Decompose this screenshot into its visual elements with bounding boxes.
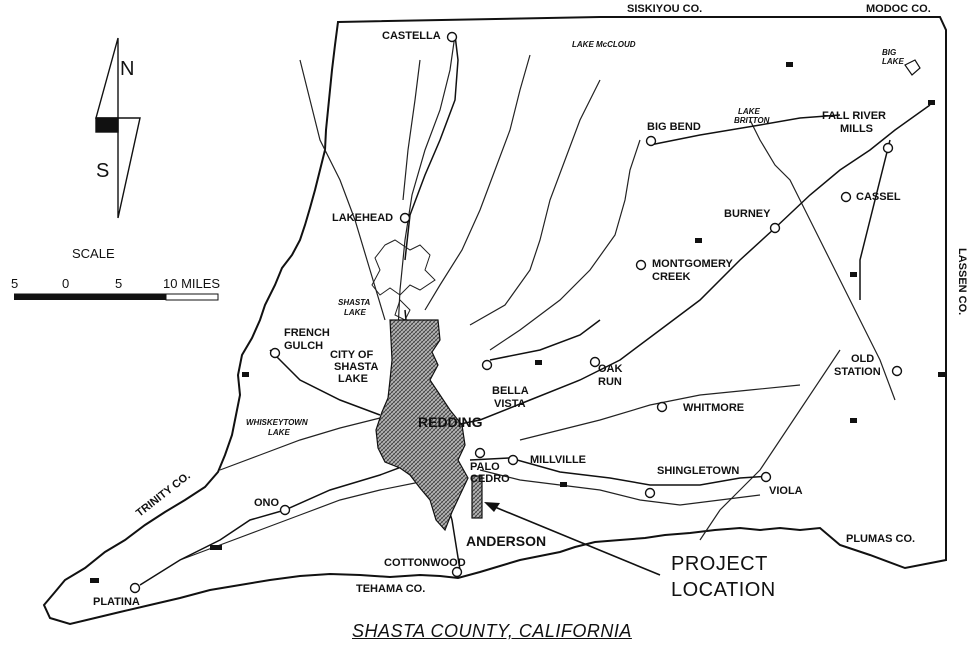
project-location-label: LOCATION <box>671 579 776 601</box>
place-label-castella: CASTELLA <box>382 30 441 42</box>
place-label-cottonwood: COTTONWOOD <box>384 557 466 569</box>
place-label-whitmore: WHITMORE <box>683 402 745 414</box>
big-lake <box>904 59 921 76</box>
place-label-montgomery-creek: MONTGOMERY <box>652 258 733 270</box>
scale-tick: 5 <box>11 276 19 291</box>
place-label-old-station: OLD <box>851 353 875 365</box>
scale-title: SCALE <box>72 246 115 261</box>
place-label-shingletown: SHINGLETOWN <box>657 465 740 477</box>
lake-label-whiskeytown: WHISKEYTOWN <box>246 418 308 427</box>
lake-label-big: LAKE <box>882 57 904 66</box>
lake-label-whiskeytown: LAKE <box>268 428 290 437</box>
place-label-viola: VIOLA <box>769 485 803 497</box>
highway-shields <box>90 62 945 583</box>
place-label-burney: BURNEY <box>724 208 771 220</box>
county-boundary <box>42 16 947 626</box>
scale-tick: 10 MILES <box>163 276 221 291</box>
place-label-montgomery-creek: CREEK <box>652 271 691 283</box>
place-label-oak-run: OAK <box>598 363 623 375</box>
scale-tick: 5 <box>115 276 123 291</box>
lake-label-shasta: SHASTA <box>338 298 371 307</box>
county-label-modoc: MODOC CO. <box>866 3 931 15</box>
urban-areas <box>375 319 483 532</box>
south-label: S <box>96 160 110 182</box>
place-label-bella-vista: BELLA <box>492 385 529 397</box>
place-label-ono: ONO <box>254 497 280 509</box>
project-location-label: PROJECT <box>671 553 768 575</box>
county-label-siskiyou: SISKIYOU CO. <box>627 3 703 15</box>
project-location-arrow <box>484 502 661 576</box>
lake-label-britton: LAKE <box>738 107 760 116</box>
lake-label-shasta: LAKE <box>344 308 366 317</box>
place-label-lakehead: LAKEHEAD <box>332 212 394 224</box>
place-label-fall-river-mills: MILLS <box>840 123 873 135</box>
rivers <box>179 34 896 561</box>
place-label-big-bend: BIG BEND <box>647 121 701 133</box>
place-label-fall-river-mills: FALL RIVER <box>822 110 886 122</box>
place-label-anderson: ANDERSON <box>466 533 547 549</box>
lake-label-big: BIG <box>882 48 897 57</box>
place-label-city-of-shasta-lake: SHASTA <box>334 361 379 373</box>
scale-bar <box>14 293 219 301</box>
place-label-millville: MILLVILLE <box>530 454 587 466</box>
place-label-platina: PLATINA <box>93 596 140 608</box>
place-label-city-of-shasta-lake: LAKE <box>338 373 368 385</box>
place-label-bella-vista: VISTA <box>494 398 526 410</box>
map-title: SHASTA COUNTY, CALIFORNIA <box>352 621 632 641</box>
place-label-oak-run: RUN <box>598 376 622 388</box>
lake-label-britton: BRITTON <box>734 116 770 125</box>
place-label-old-station: STATION <box>834 366 881 378</box>
place-label-french-gulch: FRENCH <box>284 327 330 339</box>
county-label-plumas: PLUMAS CO. <box>846 533 916 545</box>
place-label-redding: REDDING <box>418 414 483 430</box>
north-label: N <box>120 58 135 80</box>
town-markers <box>129 31 903 594</box>
place-label-palo-cedro: CEDRO <box>470 473 510 485</box>
north-arrow <box>95 37 141 219</box>
county-label-lassen: LASSEN CO. <box>956 248 968 316</box>
place-label-city-of-shasta-lake: CITY OF <box>330 349 374 361</box>
place-label-french-gulch: GULCH <box>284 340 324 352</box>
place-label-cassel: CASSEL <box>856 191 901 203</box>
place-label-palo-cedro: PALO <box>470 461 500 473</box>
county-label-tehama: TEHAMA CO. <box>356 583 426 595</box>
scale-tick: 0 <box>62 276 70 291</box>
lake-label-mccloud: LAKE McCLOUD <box>572 40 636 49</box>
